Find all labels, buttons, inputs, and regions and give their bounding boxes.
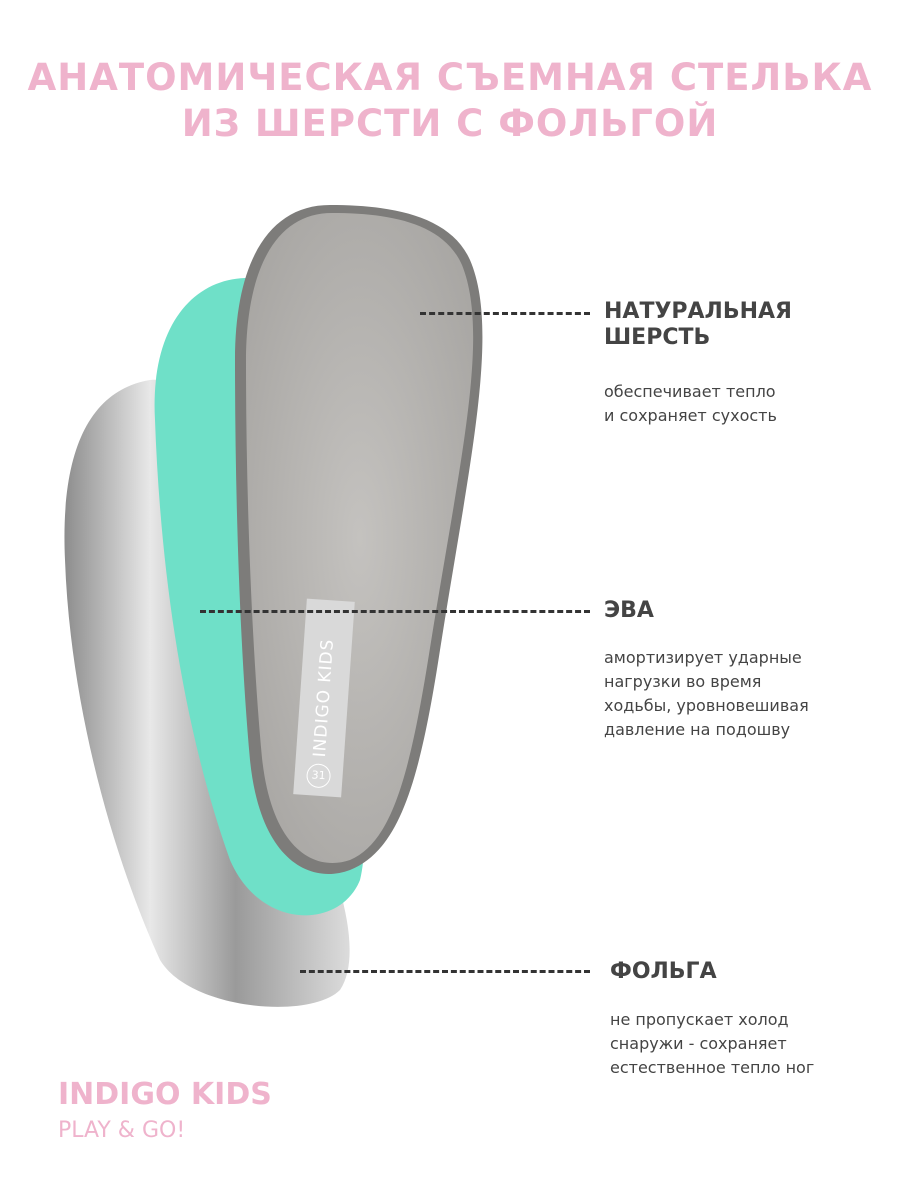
foil-heading: ФОЛЬГА [610, 959, 717, 984]
page-title-line-2: ИЗ ШЕРСТИ С ФОЛЬГОЙ [181, 102, 719, 145]
foil-description: не пропускает холод снаружи - сохраняет … [610, 1008, 814, 1080]
foil-pointer-line [300, 970, 590, 973]
description-line: естественное тепло ног [610, 1058, 815, 1077]
eva-heading: ЭВА [604, 598, 654, 623]
description-line: обеспечивает тепло [604, 382, 776, 401]
brand-name: INDIGO KIDS [58, 1077, 272, 1112]
eva-pointer-line [200, 610, 590, 613]
insole-tag-size: 31 [305, 763, 332, 789]
description-line: нагрузки во время [604, 672, 762, 691]
wool-heading-line-1: НАТУРАЛЬНАЯ [604, 299, 792, 324]
description-line: давление на подошву [604, 720, 791, 739]
wool-pointer-line [420, 312, 590, 315]
brand-slogan: PLAY & GO! [58, 1118, 186, 1143]
page-title-line-1: АНАТОМИЧЕСКАЯ СЪЕМНАЯ СТЕЛЬКА [27, 56, 873, 99]
eva-description: амортизирует ударные нагрузки во время х… [604, 646, 809, 742]
description-line: снаружи - сохраняет [610, 1034, 787, 1053]
insole-tag-brand: INDIGO KIDS [309, 638, 339, 758]
description-line: не пропускает холод [610, 1010, 789, 1029]
wool-surface [246, 213, 474, 864]
description-line: ходьбы, уровновешивая [604, 696, 809, 715]
wool-heading: НАТУРАЛЬНАЯ ШЕРСТЬ [604, 299, 792, 351]
wool-description: обеспечивает тепло и сохраняет сухость [604, 380, 777, 428]
wool-heading-line-2: ШЕРСТЬ [604, 325, 711, 350]
description-line: амортизирует ударные [604, 648, 802, 667]
description-line: и сохраняет сухость [604, 406, 777, 425]
